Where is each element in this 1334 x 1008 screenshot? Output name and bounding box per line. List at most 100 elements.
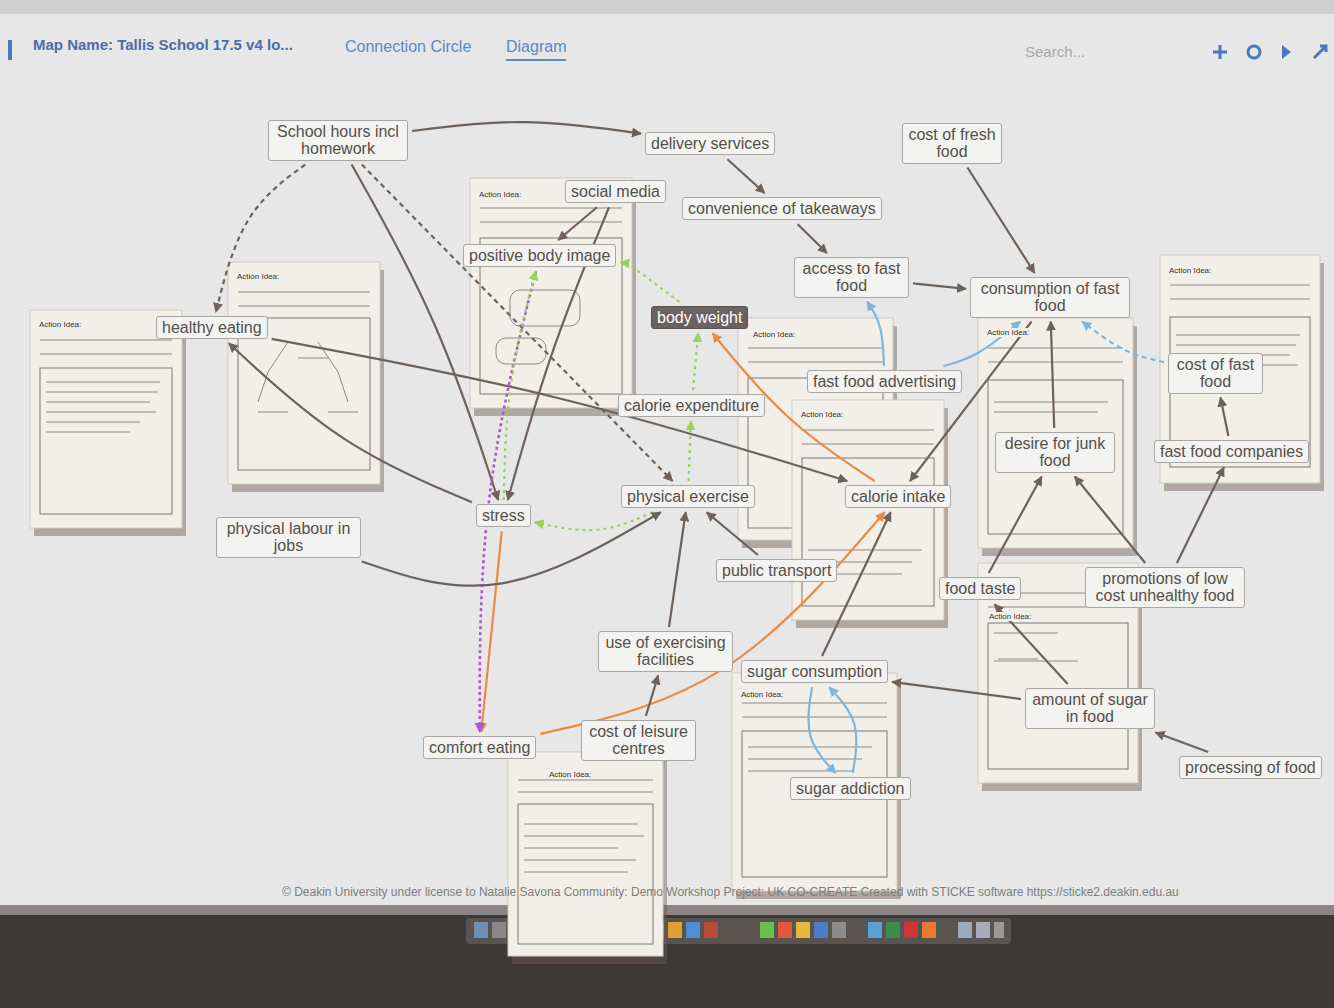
variable-box: delivery services [645,132,775,155]
variable-box: body weight [651,306,748,329]
view-tab: Diagram [506,38,566,61]
variable-box: sugar addiction [790,777,911,800]
causal-arrow [798,224,827,253]
variable-name: physical labour in jobs [222,520,355,555]
causal-arrow [540,512,884,734]
causal-arrow [669,512,686,627]
variable-box: desire for junk food [995,432,1115,473]
variable-name: fast food companies [1160,443,1303,460]
causal-arrow [1051,322,1054,428]
variable-name: comfort eating [429,739,530,756]
variable-name: amount of sugar in food [1031,691,1149,726]
variable-box: fast food advertising [807,370,962,393]
variable-name: convenience of takeaways [688,200,876,217]
variable-name: healthy eating [162,319,262,336]
causal-arrow [689,421,691,481]
variable-name: calorie expenditure [624,397,759,414]
variable-name: desire for junk food [1001,435,1109,470]
causal-arrow [892,682,1021,699]
variable-box: cost of leisure centres [581,720,696,761]
note-heading: Action Idea: [1168,266,1212,275]
variable-name: processing of food [1185,759,1316,776]
search-box: Search... [1025,43,1085,60]
variable-name: use of exercising facilities [604,634,727,669]
causal-arrow [1220,398,1228,436]
sticky-note [470,178,636,416]
causal-arrow [967,168,1034,273]
variable-box: use of exercising facilities [598,631,733,672]
variable-box: consumption of fast food [970,277,1130,318]
variable-box: amount of sugar in food [1025,688,1155,729]
variable-name: positive body image [469,247,610,264]
variable-box: calorie intake [845,485,951,508]
bookmark-bar [0,0,1334,14]
view-tab: Connection Circle [345,38,471,56]
causal-arrow [558,207,597,240]
causal-arrow [272,339,848,481]
variable-box: processing of food [1179,756,1322,779]
causal-arrow [707,512,758,555]
variable-name: delivery services [651,135,769,152]
sticky-note [1160,255,1324,491]
variable-name: sugar addiction [796,780,905,797]
variable-box: healthy eating [156,316,268,339]
variable-box: positive body image [463,244,616,267]
causal-arrow [362,165,673,481]
note-heading: Action Idea: [236,272,280,281]
variable-box: School hours incl homework [268,120,408,161]
variable-box: comfort eating [423,736,536,759]
note-heading: Action Idea: [752,330,796,339]
causal-arrow [216,165,305,312]
sticky-note [228,262,384,492]
causal-arrow [646,676,658,716]
variable-box: convenience of takeaways [682,197,882,220]
variable-name: physical exercise [627,488,749,505]
note-heading: Action Idea: [800,410,844,419]
causal-arrow [822,512,891,656]
sticky-note [978,318,1137,556]
variable-box: fast food companies [1154,440,1309,463]
causal-arrow [412,122,641,134]
causal-arrow [829,687,856,773]
causal-arrow [867,302,884,366]
sticky-note [792,400,948,628]
variable-box: sugar consumption [741,660,888,683]
variable-box: cost of fresh food [902,123,1002,164]
variable-name: cost of leisure centres [587,723,690,758]
note-heading: Action Idea: [986,328,1030,337]
causal-arrow [693,333,698,390]
causal-arrow [480,271,536,732]
causal-arrow [989,477,1042,573]
variable-box: calorie expenditure [618,394,765,417]
variable-name: cost of fresh food [908,126,996,161]
variable-name: cost of fast food [1174,356,1257,391]
variable-name: calorie intake [851,488,945,505]
variable-box: public transport [716,559,837,582]
footer-credit: © Deakin University under license to Nat… [282,885,1179,899]
variable-name: public transport [722,562,831,579]
map-name: Map Name: Tallis School 17.5 v4 lo... [33,36,293,53]
variable-name: food taste [945,580,1015,597]
variable-box: promotions of low cost unhealthy food [1085,567,1245,608]
variable-name: body weight [657,309,742,326]
variable-name: promotions of low cost unhealthy food [1091,570,1239,605]
variable-box: physical exercise [621,485,755,508]
causal-arrow [229,343,472,502]
note-heading: Action Idea: [38,320,82,329]
causal-arrow [913,283,966,288]
sticky-note [30,310,186,536]
causal-arrow [1082,322,1164,363]
variable-name: sugar consumption [747,663,882,680]
variable-box: social media [565,180,666,203]
causal-arrow [808,687,835,773]
causal-arrow [352,165,499,500]
note-heading: Action Idea: [478,190,522,199]
causal-arrow [1075,477,1145,563]
causal-arrow [620,263,679,302]
variable-name: fast food advertising [813,373,956,390]
variable-name: access to fast food [800,260,903,295]
variable-box: cost of fast food [1168,353,1263,394]
variable-name: social media [571,183,660,200]
causal-arrow [727,159,764,193]
